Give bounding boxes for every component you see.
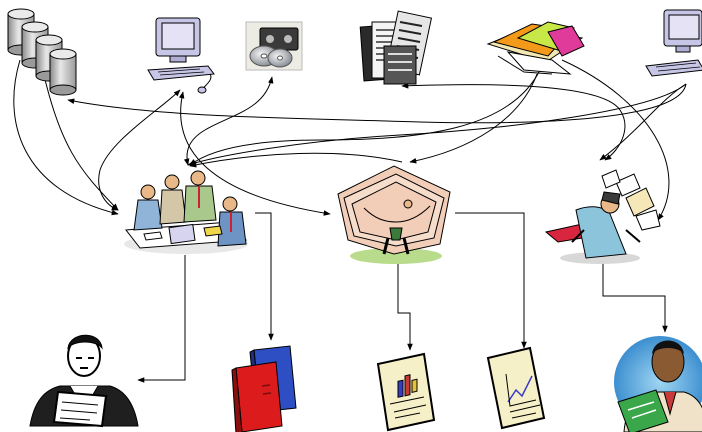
overloaded-worker-with-files-icon [337,165,451,264]
man-reading-document-icon [29,334,139,428]
connector-folders-to-worker [409,73,538,164]
connector-team-to-databases [38,57,119,211]
bar-chart-report-icon [376,352,436,432]
desktop-computer-icon [147,17,215,94]
connector-team-to-binders [255,212,274,341]
disks-and-cassette-icon [245,21,303,71]
team-meeting-icon [124,170,248,254]
binders-icon [231,345,297,432]
database-stack-icon [7,8,77,96]
man-presenting-report-icon [614,336,702,432]
stressed-worker-papers-flying-icon [544,169,661,264]
connector-worker-to-team [189,152,403,168]
connector-newspapers-to-stressed [401,82,626,161]
connector-folders-to-team [189,69,541,166]
connectors [13,57,687,383]
line-chart-report-icon [486,346,546,430]
desktop-computer-icon [645,9,702,77]
connector-stressed-to-presenter [602,258,668,333]
connector-rightpc-to-databases [67,83,687,124]
connector-rightpc-to-stressed [599,83,687,161]
connector-folders-to-stressed [561,59,670,221]
newspaper-stack-icon [359,10,433,85]
connector-worker-to-barreport [397,262,413,351]
connector-computer-to-team [98,89,181,211]
colored-folders-icon [486,21,585,75]
connector-worker-to-linereport [455,212,527,349]
connector-team-to-reader [137,255,186,383]
